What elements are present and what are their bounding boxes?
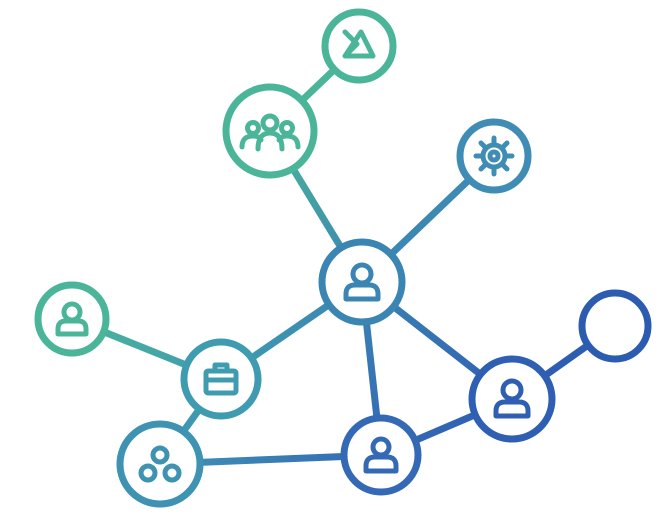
node-three-circles	[116, 420, 204, 508]
node-briefcase	[180, 338, 262, 420]
user-icon	[493, 378, 531, 419]
node-center-user	[318, 238, 406, 326]
node-left-user	[34, 281, 110, 357]
node-bottom-user	[340, 414, 422, 496]
briefcase-icon	[203, 362, 239, 396]
triangle-sigma-icon	[342, 29, 376, 59]
user-icon	[55, 301, 89, 337]
node-triangle	[321, 8, 397, 84]
nodes-layer	[34, 8, 652, 508]
node-ring	[578, 289, 652, 363]
node-ring	[321, 8, 397, 84]
node-team	[222, 83, 318, 179]
gear-icon	[473, 135, 515, 177]
node-ring	[456, 118, 532, 194]
node-right-user	[468, 355, 556, 443]
user-icon	[363, 436, 399, 474]
three-circles-icon	[138, 445, 182, 483]
team-group-icon	[239, 113, 301, 152]
node-empty	[578, 289, 652, 363]
user-icon	[343, 262, 381, 302]
node-gear	[456, 118, 532, 194]
